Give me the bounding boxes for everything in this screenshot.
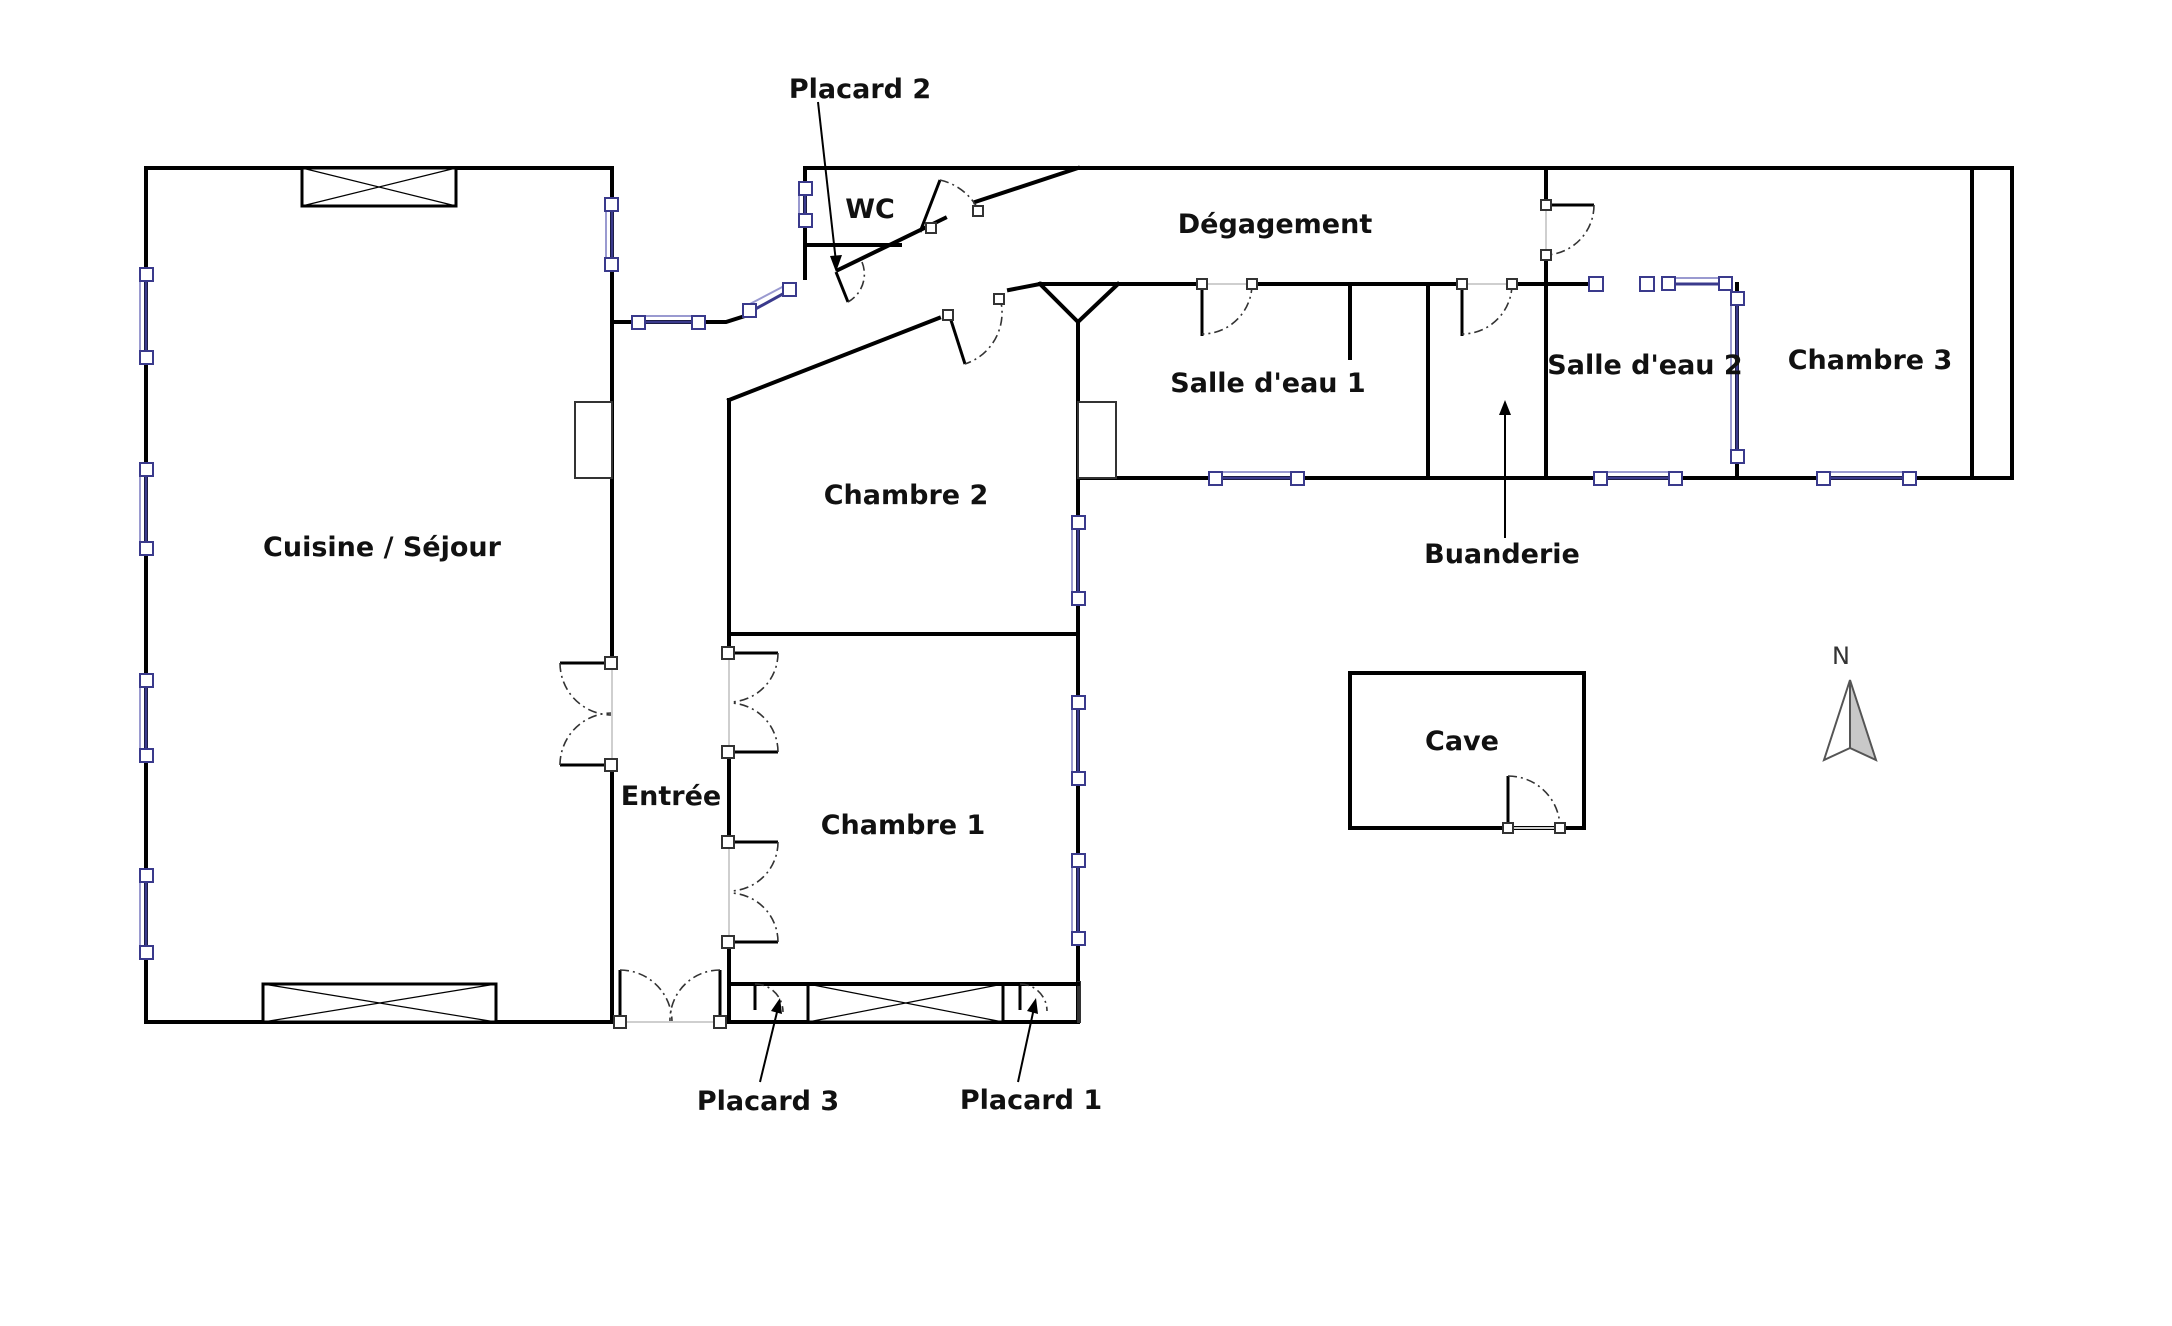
room-label-chambre-1: Chambre 1: [821, 810, 986, 841]
room-label-salle-eau-2: Salle d'eau 2: [1547, 350, 1742, 381]
wall-jambs: [574, 401, 1117, 1023]
room-label-degagement: Dégagement: [1178, 209, 1373, 240]
compass-north-label: N: [1832, 642, 1850, 670]
label-placard-3: Placard 3: [697, 1086, 839, 1117]
room-labels: Cuisine / Séjour Entrée Chambre 1 Chambr…: [263, 74, 1952, 1117]
room-label-chambre-2: Chambre 2: [824, 480, 989, 511]
north-compass: N: [1822, 642, 1878, 762]
built-in-cabinets: [261, 166, 1080, 1024]
label-placard-2: Placard 2: [789, 74, 931, 105]
doors: [559, 179, 1595, 1029]
room-label-buanderie: Buanderie: [1424, 539, 1580, 570]
windows: [139, 181, 1917, 960]
room-label-cave: Cave: [1425, 726, 1499, 757]
room-label-entree: Entrée: [621, 781, 722, 812]
room-label-chambre-3: Chambre 3: [1788, 345, 1953, 376]
room-label-salle-eau-1: Salle d'eau 1: [1170, 368, 1365, 399]
room-label-wc: WC: [845, 194, 895, 225]
room-label-cuisine-sejour: Cuisine / Séjour: [263, 532, 502, 563]
label-leaders: [759, 101, 1511, 1083]
label-placard-1: Placard 1: [960, 1085, 1102, 1116]
